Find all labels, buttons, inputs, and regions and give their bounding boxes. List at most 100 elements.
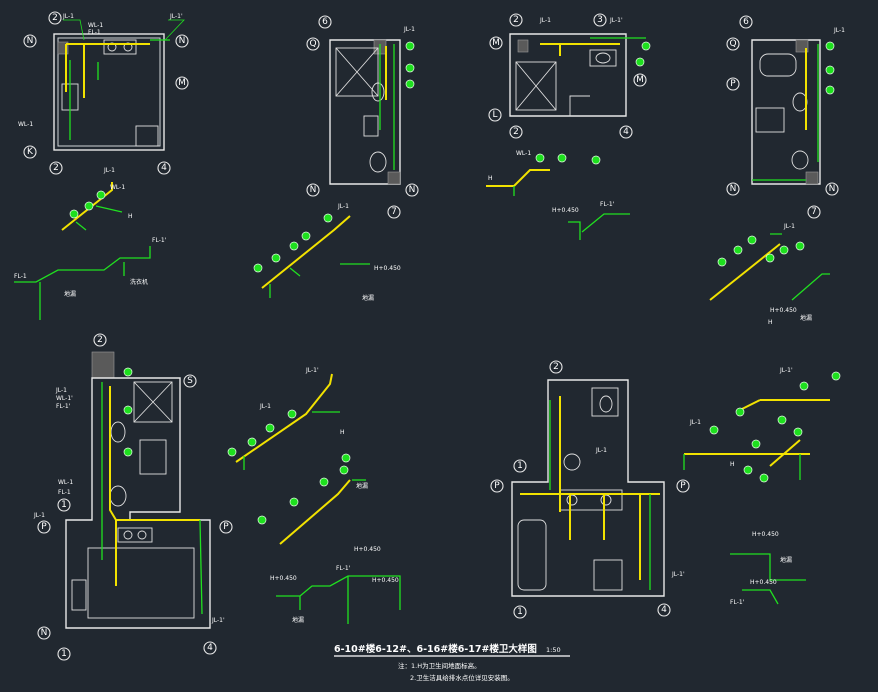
pipe-tag: JL-1' bbox=[779, 367, 793, 374]
pipe-tag: FL-1' bbox=[730, 599, 745, 606]
grid-label: N bbox=[27, 36, 34, 46]
grid-label: 4 bbox=[623, 127, 629, 137]
plan-1 bbox=[53, 33, 170, 151]
grid-label: M bbox=[636, 75, 644, 85]
iso-6b: H+0.450 地漏 H+0.450 FL-1' bbox=[730, 531, 806, 606]
pipe-tag: JL-1' bbox=[211, 617, 225, 624]
pipe-tag: JL-1 bbox=[539, 17, 551, 24]
grid-label: N bbox=[310, 185, 317, 195]
elevation-tag: H bbox=[730, 461, 735, 468]
tags-plan-2: JL-1 bbox=[403, 26, 415, 89]
grid-label: 2 bbox=[553, 362, 559, 372]
iso-1a: JL-1 WL-1 H bbox=[61, 167, 133, 231]
elevation-tag: H bbox=[768, 319, 773, 326]
iso-6: JL-1 JL-1' H bbox=[683, 367, 841, 483]
pipe-tag: FL-1 bbox=[88, 29, 101, 36]
grid-label: Q bbox=[729, 39, 736, 49]
grid-label: 4 bbox=[661, 605, 667, 615]
drawing-title: 6-10#楼6-12#、6-16#楼6-17#楼卫大样图 bbox=[334, 643, 537, 655]
grid-label: 6 bbox=[743, 17, 749, 27]
grid-bubbles-plan-5: 2 S 1 P P N 1 4 bbox=[37, 333, 233, 661]
plan-5 bbox=[65, 351, 211, 629]
elevation-tag: H+0.450 bbox=[770, 307, 797, 314]
grid-label: P bbox=[223, 522, 229, 532]
grid-bubbles-plan-4: 6 Q P N N 7 bbox=[726, 15, 839, 219]
grid-label: 2 bbox=[513, 15, 519, 25]
grid-label: 1 bbox=[517, 607, 523, 617]
tags-plan-6: JL-1 JL-1' bbox=[595, 447, 685, 578]
tags-plan-1: JL-1 WL-1 FL-1 JL-1' WL-1 bbox=[18, 13, 185, 128]
pipe-tag: FL-1' bbox=[56, 403, 71, 410]
tags-plan-4: JL-1 bbox=[825, 27, 845, 95]
grid-label: P bbox=[680, 481, 686, 491]
grid-label: 1 bbox=[517, 461, 523, 471]
grid-bubbles-plan-2: 6 Q N N 7 bbox=[306, 15, 419, 219]
pipe-tag: JL-1 bbox=[33, 512, 45, 519]
pipe-tag: JL-1 bbox=[595, 447, 607, 454]
fixture-label: 地漏 bbox=[356, 482, 368, 490]
grid-label: L bbox=[492, 110, 497, 120]
grid-label: N bbox=[41, 628, 48, 638]
fixture-label: 地漏 bbox=[780, 556, 792, 564]
tags-plan-3: JL-1 JL-1' bbox=[539, 17, 651, 67]
grid-bubbles-plan-6: 2 1 P P 1 4 bbox=[490, 360, 690, 619]
pipe-tag: JL-1 bbox=[337, 203, 349, 210]
grid-label: M bbox=[178, 78, 186, 88]
grid-bubbles-plan-1: 2 N N M K 2 4 bbox=[23, 11, 189, 175]
plan-2 bbox=[329, 39, 401, 185]
grid-label: 1 bbox=[61, 500, 67, 510]
pipe-tag: WL-1' bbox=[56, 395, 73, 402]
grid-label: S bbox=[187, 376, 193, 386]
title-block: 6-10#楼6-12#、6-16#楼6-17#楼卫大样图 1:50 注：1.H为… bbox=[334, 643, 570, 682]
elevation-tag: H+0.450 bbox=[270, 575, 297, 582]
elevation-tag: H+0.450 bbox=[354, 546, 381, 553]
pipe-tag: WL-1 bbox=[58, 479, 73, 486]
pipe-tag: JL-1' bbox=[169, 13, 183, 20]
note-1: 注：1.H为卫生间地面标高。 bbox=[398, 661, 481, 670]
pipe-tag: JL-1 bbox=[783, 223, 795, 230]
grid-label: Q bbox=[309, 39, 316, 49]
tags-plan-5: JL-1 WL-1' FL-1' WL-1 FL-1 JL-1 JL-1' bbox=[33, 367, 225, 624]
iso-3: WL-1 H H+0.450 FL-1' bbox=[486, 150, 630, 240]
elevation-tag: H bbox=[340, 429, 345, 436]
grid-label: N bbox=[829, 184, 836, 194]
grid-label: K bbox=[27, 147, 34, 157]
drawing-scale: 1:50 bbox=[546, 646, 561, 654]
pipe-tag: FL-1' bbox=[152, 237, 167, 244]
iso-2: JL-1 地漏 H+0.450 bbox=[253, 203, 401, 302]
grid-label: 3 bbox=[597, 15, 603, 25]
iso-1b: FL-1 FL-1' 地漏 洗衣机 bbox=[14, 237, 167, 320]
pipe-tag: JL-1 bbox=[62, 13, 74, 20]
pipe-tag: JL-1 bbox=[689, 419, 701, 426]
grid-label: 2 bbox=[513, 127, 519, 137]
grid-label: 1 bbox=[61, 649, 67, 659]
grid-label: P bbox=[494, 481, 500, 491]
plan-3 bbox=[509, 33, 646, 117]
fixture-label: 地漏 bbox=[800, 314, 812, 322]
pipe-tag: JL-1 bbox=[55, 387, 67, 394]
elevation-tag: H+0.450 bbox=[372, 577, 399, 584]
grid-label: 6 bbox=[322, 17, 328, 27]
pipe-tag: JL-1 bbox=[833, 27, 845, 34]
grid-bubbles-plan-3: 2 3 M M L 2 4 bbox=[488, 13, 647, 139]
grid-label: 4 bbox=[207, 643, 213, 653]
grid-label: N bbox=[730, 184, 737, 194]
elevation-tag: H+0.450 bbox=[374, 265, 401, 272]
grid-label: P bbox=[730, 79, 736, 89]
pipe-tag: JL-1 bbox=[259, 403, 271, 410]
elevation-tag: H+0.450 bbox=[750, 579, 777, 586]
pipe-tag: WL-1 bbox=[88, 22, 103, 29]
grid-label: 7 bbox=[391, 207, 397, 217]
pipe-tag: FL-1 bbox=[58, 489, 71, 496]
grid-label: N bbox=[179, 36, 186, 46]
pipe-tag: FL-1' bbox=[336, 565, 351, 572]
iso-5b: H+0.450 H+0.450 H+0.450 FL-1' 地漏 bbox=[270, 546, 401, 624]
grid-label: P bbox=[41, 522, 47, 532]
fixture-label: 洗衣机 bbox=[130, 278, 148, 286]
fixture-label: 地漏 bbox=[292, 616, 304, 624]
pipe-tag: WL-1 bbox=[110, 184, 125, 191]
pipe-tag: JL-1 bbox=[403, 26, 415, 33]
grid-label: M bbox=[492, 38, 500, 48]
pipe-tag: JL-1' bbox=[609, 17, 623, 24]
